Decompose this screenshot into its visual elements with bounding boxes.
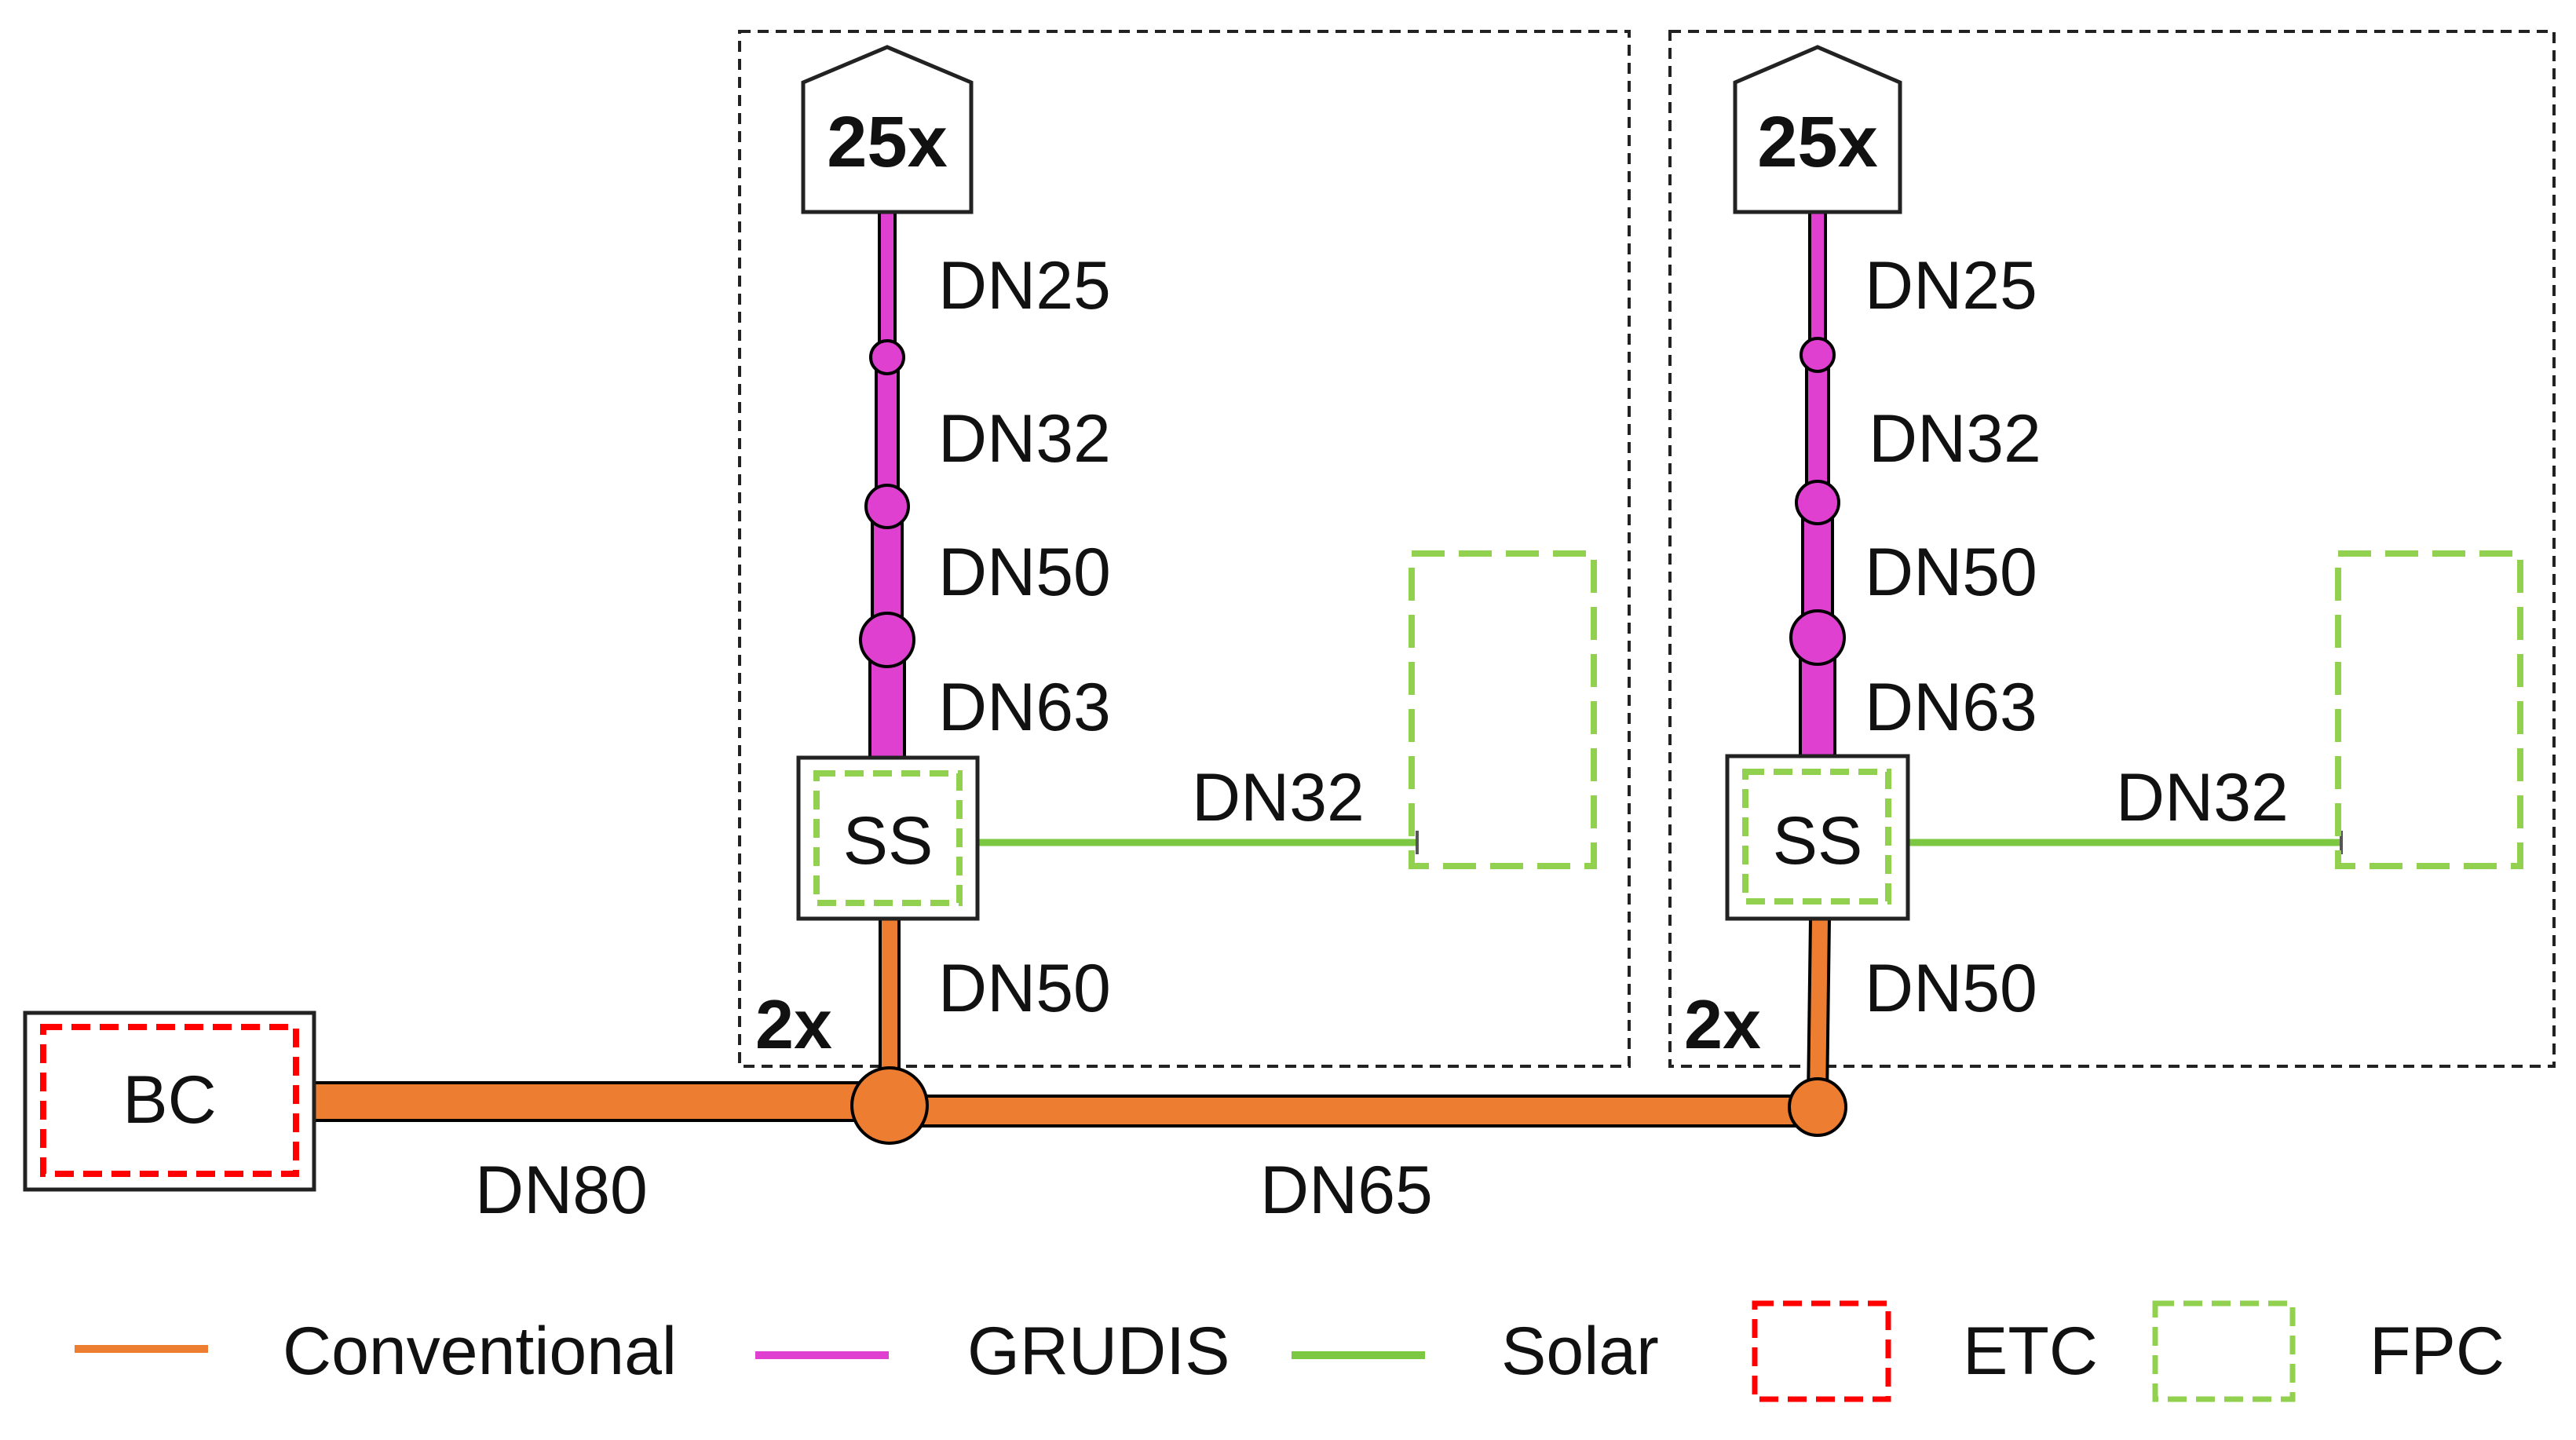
boiler-label: BC (122, 1062, 216, 1138)
branch-pipe-fill (1810, 918, 1828, 1100)
legend-label-etc: ETC (1963, 1314, 2098, 1389)
substation-label: SS (1773, 803, 1863, 879)
group-multiplier-label: 2x (1684, 985, 1761, 1063)
substation-box (1725, 754, 1910, 921)
main-pipe-label-dn80: DN80 (475, 1153, 648, 1228)
riser-joint (1800, 337, 1836, 373)
group-multiplier-label: 2x (755, 985, 832, 1063)
riser-label-dn50: DN50 (938, 535, 1111, 610)
substation-box (796, 755, 980, 921)
fpc-collector (2335, 550, 2523, 869)
branch-pipe-label: DN50 (938, 951, 1111, 1026)
boiler: BC (23, 1011, 316, 1192)
riser-joint (859, 612, 915, 668)
main-pipe-junction (1788, 1077, 1847, 1137)
main-pipe: DN80 DN65 (314, 1066, 1847, 1228)
riser-label-dn63: DN63 (938, 670, 1111, 745)
legend: Conventional GRUDIS Solar ETC FPC (75, 1300, 2505, 1402)
riser-label-dn25: DN25 (1865, 248, 2037, 323)
branch-pipe-label: DN50 (1865, 951, 2037, 1026)
solar-pipe-label: DN32 (2116, 760, 2289, 835)
boiler-box (23, 1011, 316, 1192)
riser-joint (1795, 480, 1840, 525)
legend-label-grudis: GRUDIS (967, 1314, 1230, 1389)
legend-swatch-fpc (2152, 1300, 2296, 1402)
building-group-2: 25x SS DN25 DN32 DN50 DN63 DN32 DN50 2x (1668, 30, 2556, 1100)
riser-label-dn50: DN50 (1865, 535, 2037, 610)
substation-label: SS (843, 803, 934, 879)
riser-label-dn63: DN63 (1865, 670, 2037, 745)
building-count-label: 25x (827, 102, 948, 182)
legend-label-conventional: Conventional (283, 1314, 677, 1389)
fpc-collector (1409, 550, 1597, 869)
boiler-etc-inner (40, 1024, 299, 1177)
solar-pipe-label: DN32 (1192, 760, 1365, 835)
legend-label-solar: Solar (1501, 1314, 1659, 1389)
riser-joint (1789, 609, 1846, 666)
building-group-1: 25x SS DN25 DN32 DN50 DN63 DN32 DN50 2x (738, 30, 1631, 1103)
main-pipe-label-dn65: DN65 (1260, 1153, 1433, 1228)
group-boundary-2 (1668, 30, 2556, 1068)
building-house-icon (801, 45, 974, 214)
riser-joint (869, 339, 905, 375)
legend-label-fpc: FPC (2370, 1314, 2505, 1389)
riser-label-dn32: DN32 (1869, 401, 2041, 477)
riser-label-dn25: DN25 (938, 248, 1111, 323)
substation-fpc-inner (1742, 769, 1891, 905)
main-pipe-junction (850, 1066, 929, 1145)
legend-swatch-etc (1752, 1300, 1891, 1402)
building-house-icon (1733, 45, 1902, 214)
substation-fpc-inner (813, 770, 963, 906)
group-boundary-1 (738, 30, 1631, 1068)
building-count-label: 25x (1757, 102, 1878, 182)
riser-joint (864, 484, 910, 529)
riser-label-dn32: DN32 (938, 401, 1111, 477)
